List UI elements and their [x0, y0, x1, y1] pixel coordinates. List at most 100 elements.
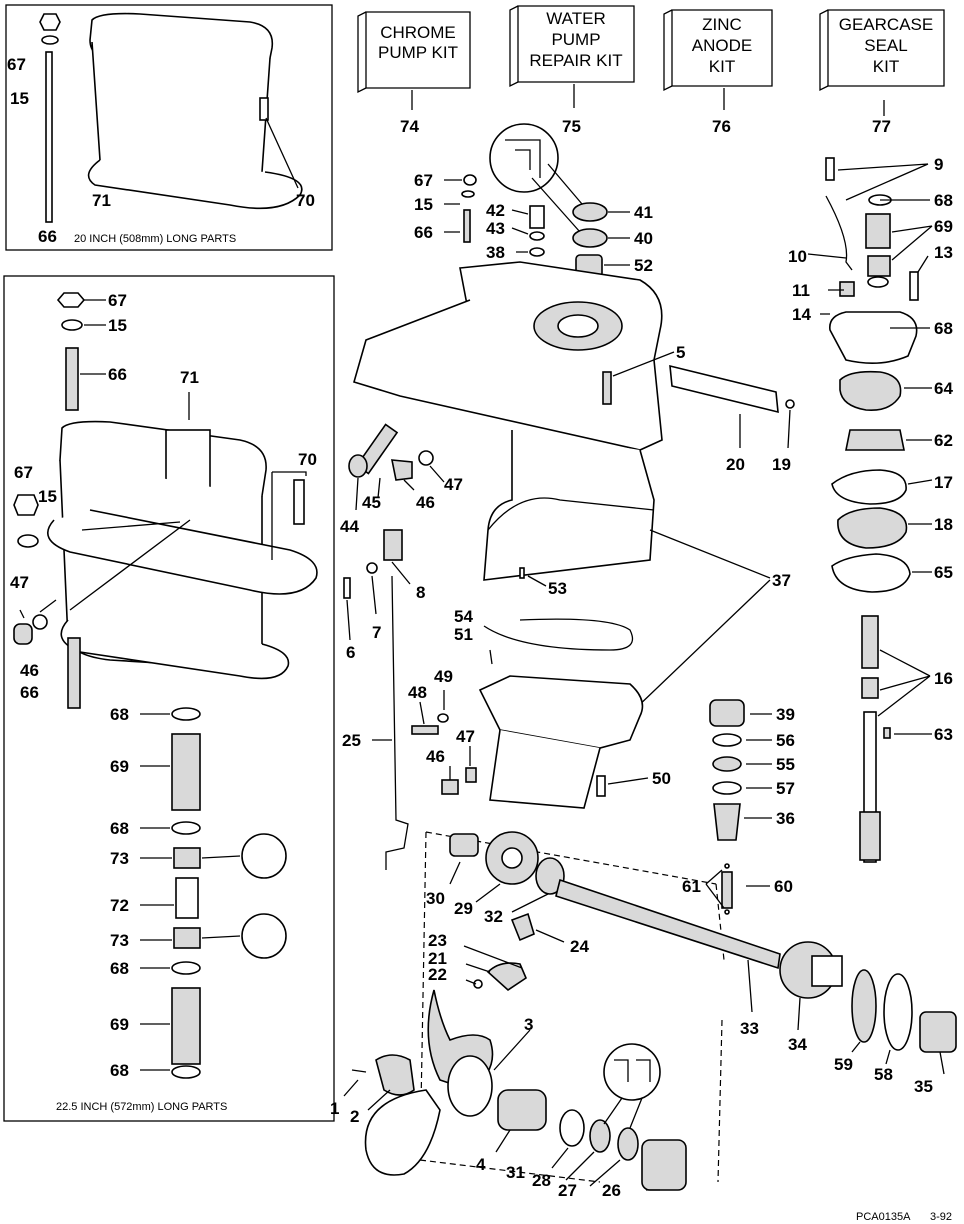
anode-20: [669, 364, 779, 414]
label-3: 3: [524, 1015, 533, 1034]
seal-detail-b: [241, 913, 287, 959]
seal-41: [572, 202, 608, 222]
tube-69-short: [865, 213, 891, 249]
label-45: 45: [362, 493, 381, 512]
seal-73b: [173, 927, 201, 949]
kit-76-line-1: ZINC: [702, 15, 742, 34]
plug-46b: [441, 779, 459, 795]
cup-64: [839, 370, 902, 412]
prop-nut-2: [375, 1054, 415, 1096]
ring-31: [559, 1109, 585, 1147]
label-30: 30: [426, 889, 445, 908]
label-23: 23: [428, 931, 447, 950]
label-35: 35: [914, 1077, 933, 1096]
label-9: 9: [934, 155, 943, 174]
label-46: 46: [416, 493, 435, 512]
label-69a: 69: [110, 757, 129, 776]
screw-6: [343, 577, 351, 599]
block-8: [383, 529, 403, 561]
washer-43: [529, 231, 545, 241]
label-43: 43: [486, 219, 505, 238]
label-66c: 66: [414, 223, 433, 242]
inset-20-inch: 67 15 66 71 70 20 INCH (508mm) LONG PART…: [5, 4, 333, 251]
seal-27: [617, 1127, 639, 1161]
dowel-53: [519, 567, 525, 579]
kit-76-line-3: KIT: [709, 57, 735, 76]
ball-22: [473, 979, 483, 989]
plate-18: [837, 507, 908, 549]
kit-75-line-1: WATER: [546, 9, 606, 28]
label-22: 22: [428, 965, 447, 984]
label-51: 51: [454, 625, 473, 644]
label-66b: 66: [20, 683, 39, 702]
stud-66: [45, 51, 53, 223]
label-46: 46: [20, 661, 39, 680]
sleeve-72: [175, 877, 199, 919]
label-73b: 73: [110, 931, 129, 950]
seal-73a: [173, 847, 201, 869]
label-15: 15: [10, 89, 29, 108]
label-68b: 68: [110, 819, 129, 838]
label-40: 40: [634, 229, 653, 248]
label-7: 7: [372, 623, 381, 642]
tube-10: [825, 195, 853, 271]
label-27: 27: [558, 1181, 577, 1200]
label-60: 60: [774, 877, 793, 896]
main-assembly: 41 40 52 67 15 66 42 43 38 5 2: [330, 123, 957, 1200]
nut-67a: [56, 292, 86, 308]
washer-7: [366, 562, 378, 574]
label-56: 56: [776, 731, 795, 750]
label-54: 54: [454, 607, 473, 626]
label-68c: 68: [110, 959, 129, 978]
tube-69b: [171, 987, 201, 1065]
kit-water-pump-repair: WATER PUMP REPAIR KIT 75: [509, 5, 635, 136]
plug-46: [391, 459, 413, 481]
driveshaft-16-mid: [861, 677, 879, 699]
label-67b: 67: [14, 463, 33, 482]
label-47b: 47: [456, 727, 475, 746]
o-ring-68b: [171, 821, 201, 835]
label-76: 76: [712, 117, 731, 136]
label-24: 24: [570, 937, 589, 956]
kit-gearcase-seal: GEARCASE SEAL KIT 77: [819, 9, 945, 136]
nut-67: [39, 13, 61, 31]
label-36: 36: [776, 809, 795, 828]
impeller-62: [845, 429, 905, 451]
seal-40: [572, 228, 608, 248]
label-19: 19: [772, 455, 791, 474]
bushing-39: [709, 699, 745, 727]
kit-74-line-1: CHROME: [380, 23, 456, 42]
thrust-hub-4: [497, 1089, 547, 1131]
label-71b: 71: [180, 368, 199, 387]
bushing-42: [529, 205, 545, 229]
footer-code: PCA0135A: [856, 1211, 911, 1223]
label-67: 67: [7, 55, 26, 74]
label-38: 38: [486, 243, 505, 262]
label-63: 63: [934, 725, 953, 744]
gasket-17: [831, 469, 907, 505]
label-28: 28: [532, 1171, 551, 1190]
label-6: 6: [346, 643, 355, 662]
kit-boxes: CHROME PUMP KIT 74 WATER PUMP REPAIR KIT…: [357, 5, 945, 136]
bearing-59: [851, 969, 877, 1043]
kit-77-line-3: KIT: [873, 57, 899, 76]
label-48: 48: [408, 683, 427, 702]
o-ring-47b: [465, 767, 477, 783]
label-16: 16: [934, 669, 953, 688]
label-71: 71: [92, 191, 111, 210]
label-2: 2: [350, 1107, 359, 1126]
nut-67c: [463, 174, 477, 186]
nut-67b: [13, 494, 39, 516]
label-67c: 67: [414, 171, 433, 190]
water-pump-column: 9 68 69 10 13 11 14 68 64 62 17 18 65 16…: [788, 155, 953, 863]
label-57: 57: [776, 779, 795, 798]
ring-28: [589, 1119, 611, 1153]
label-47: 47: [10, 573, 29, 592]
kit-76-line-2: ANODE: [692, 36, 752, 55]
propeller-3: [364, 989, 494, 1176]
spring-60: [721, 871, 733, 909]
label-59: 59: [834, 1055, 853, 1074]
footer-date: 3-92: [930, 1211, 952, 1223]
label-62: 62: [934, 431, 953, 450]
label-15c: 15: [414, 195, 433, 214]
